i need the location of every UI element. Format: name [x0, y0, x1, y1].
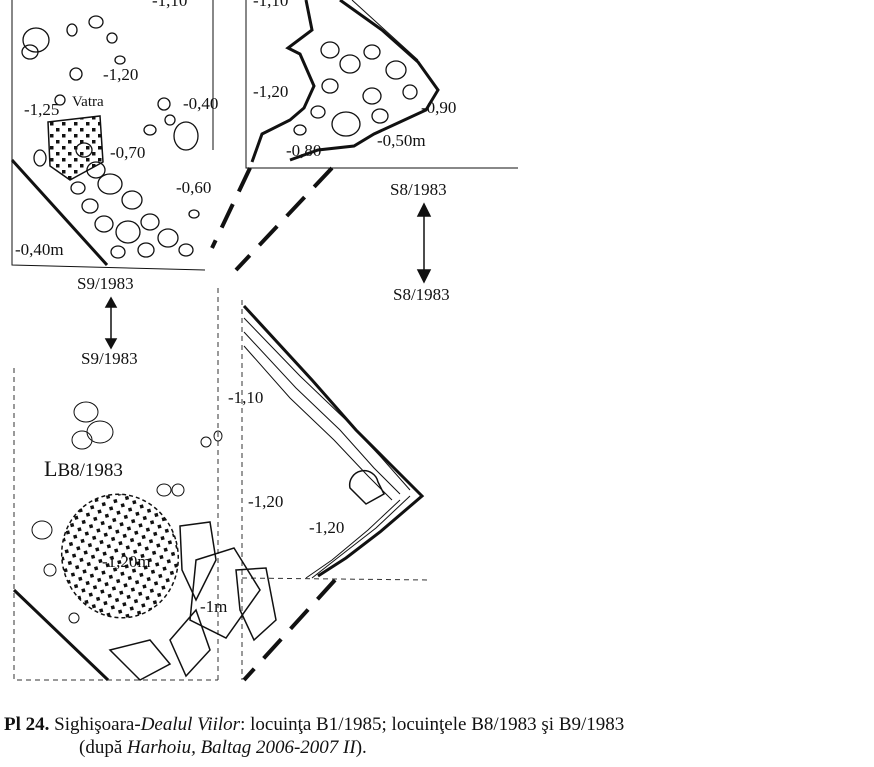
depth-label: -0,60 — [176, 178, 212, 197]
depth-label: -1,20m — [102, 552, 151, 571]
caption-text2-post: ). — [355, 737, 367, 758]
depth-label: -0,40 — [183, 94, 219, 113]
caption-text1: : locuinţa B1/1985; locuinţele B8/1983 ş… — [240, 714, 625, 735]
section-label: S8/1983 — [393, 285, 450, 304]
house-label-prefix: L — [44, 456, 58, 481]
house-label: LB8/1983 — [44, 456, 123, 481]
caption-text2-italic: Harhoiu, Baltag 2006-2007 II — [127, 737, 356, 758]
connection-lines — [210, 166, 337, 682]
depth-label: -1,10 — [228, 388, 264, 407]
arrow-s8 — [416, 202, 432, 284]
depth-label: -0,40m — [15, 240, 64, 259]
plan-b9-upper — [10, 0, 214, 271]
house-label-code: B8/1983 — [57, 460, 123, 481]
depth-label: -0,50m — [377, 131, 426, 150]
vatra-label: Vatra — [72, 94, 104, 110]
depth-label: -1m — [200, 597, 228, 616]
vatra-hearth — [47, 115, 104, 181]
depth-label: -0,90 — [421, 98, 457, 117]
section-label: S9/1983 — [81, 349, 138, 368]
depth-label: -0,80 — [286, 141, 322, 160]
plan-b8-upper — [245, 0, 518, 169]
caption-site: Sighişoara- — [54, 714, 141, 735]
depth-label: -1,10 — [253, 0, 289, 10]
section-label: S9/1983 — [77, 274, 134, 293]
excavation-plan-drawing — [10, 0, 518, 682]
depth-label: -1,20 — [253, 82, 289, 101]
caption-text2-pre: (după — [79, 737, 128, 758]
plan-b8-lower-wall — [242, 304, 425, 579]
lower-hearth — [60, 493, 180, 619]
stones — [21, 15, 418, 259]
thin-dashed-lines — [13, 288, 431, 681]
caption-line2: (după Harhoiu, Baltag 2006-2007 II). — [4, 736, 864, 759]
arrow-s9 — [104, 296, 118, 350]
section-label: S8/1983 — [390, 180, 447, 199]
depth-label: -1,20 — [309, 518, 345, 537]
depth-label: -1,25 — [24, 100, 60, 119]
plate-number: Pl 24. — [4, 714, 50, 735]
plan-b8-lower — [12, 401, 277, 682]
depth-label: -1,10 — [152, 0, 188, 10]
depth-label: -0,70 — [110, 143, 146, 162]
depth-label: -1,20 — [103, 65, 139, 84]
caption-site-italic: Dealul Viilor — [140, 714, 241, 735]
depth-label: -1,20 — [248, 492, 284, 511]
plate-caption: Pl 24. Sighişoara-Dealul Viilor: locuinţ… — [4, 713, 864, 759]
